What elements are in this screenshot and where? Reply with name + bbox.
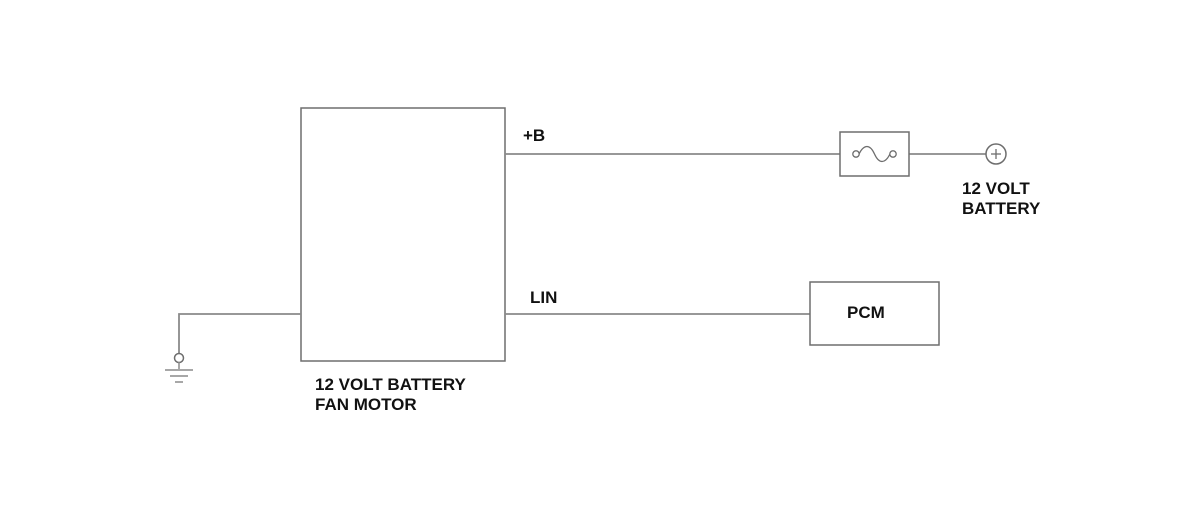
lin-label: LIN xyxy=(530,288,558,307)
ground-icon xyxy=(165,352,193,383)
pcm-box xyxy=(809,281,940,346)
ground-wire xyxy=(178,313,301,354)
fan-motor-label-line-2: FAN MOTOR xyxy=(315,395,417,414)
battery-label-line-1: 12 VOLT xyxy=(962,179,1030,198)
fan-motor-box xyxy=(300,107,506,362)
fuse-icon xyxy=(839,131,910,177)
battery-label-line-2: BATTERY xyxy=(962,199,1041,218)
supply-label: +B xyxy=(523,126,546,145)
fan-motor-label-line-1: 12 VOLT BATTERY xyxy=(315,375,466,394)
battery-terminal-icon xyxy=(985,143,1007,165)
pcm-label: PCM xyxy=(847,303,885,322)
